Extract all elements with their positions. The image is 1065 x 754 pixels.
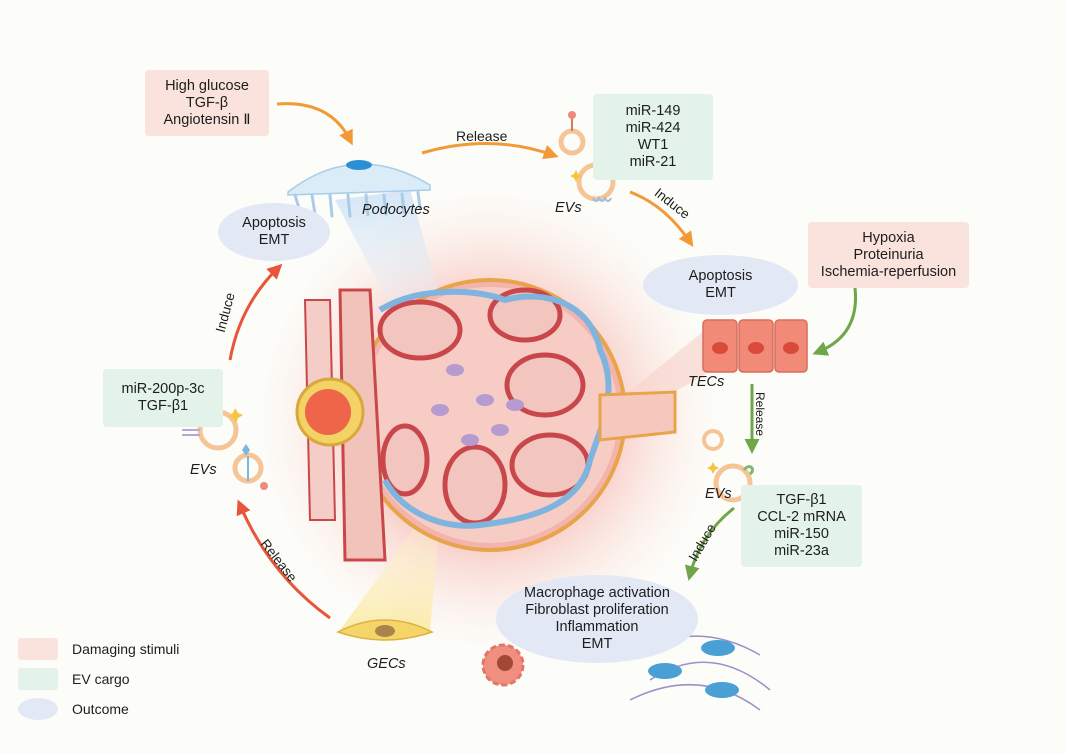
legend-swatch (18, 668, 58, 690)
label-gecs: GECs (367, 656, 406, 672)
cargo-item: CCL-2 mRNA (757, 509, 846, 525)
stimulus-item: Hypoxia (862, 229, 915, 246)
podocyte-cell (287, 160, 431, 218)
macrophage (481, 643, 525, 687)
legend-swatch (18, 698, 58, 720)
cargo-box-gec: miR-200p-3c TGF-β1 (103, 369, 223, 427)
arrow-stimuli-to-tec (812, 287, 858, 356)
legend-item-outcome: Outcome (18, 698, 129, 720)
gec-cell (336, 619, 434, 641)
glomerulus (353, 278, 627, 552)
stimuli-box-podocyte: High glucose TGF-β Angiotensin Ⅱ (145, 70, 269, 136)
podocyte-zoom-beam (335, 190, 445, 315)
label-evs: EVs (190, 462, 217, 478)
outcome-item: EMT (258, 232, 290, 248)
cargo-item: miR-150 (774, 526, 829, 542)
stimuli-box-tec: Hypoxia Proteinuria Ischemia-reperfusion (808, 222, 969, 288)
arrow-stimuli-to-podocyte (276, 102, 353, 146)
arrow-ev-induce-tec (629, 190, 694, 247)
cargo-item: TGF-β1 (776, 492, 827, 508)
cargo-item: miR-200p-3c (121, 381, 205, 397)
arteriole (303, 288, 387, 562)
outcome-item: Inflammation (555, 619, 639, 635)
stimulus-item: Ischemia-reperfusion (820, 263, 957, 280)
outcome-item: Macrophage activation (524, 585, 670, 601)
outcome-item: EMT (581, 636, 613, 652)
ev-vesicle (702, 429, 754, 503)
legend-label: Outcome (72, 701, 129, 717)
stimulus-item: Proteinuria (853, 246, 924, 263)
label-release: Release (456, 128, 508, 144)
proximal-tubule (598, 390, 677, 442)
legend-label: Damaging stimuli (72, 641, 180, 657)
outcome-item: EMT (705, 285, 736, 301)
cargo-item: TGF-β1 (137, 398, 189, 414)
outcome-oval-podocyte: Apoptosis EMT (218, 203, 330, 261)
label-evs: EVs (705, 486, 732, 502)
stimulus-item: Angiotensin Ⅱ (163, 111, 251, 128)
ev-vesicle (558, 111, 586, 156)
label-evs: EVs (555, 200, 582, 216)
outcome-oval-interstitium: Macrophage activation Fibroblast prolife… (496, 575, 698, 663)
legend-item-stimuli: Damaging stimuli (18, 638, 179, 660)
gec-zoom-beam (340, 520, 440, 630)
outcome-item: Fibroblast proliferation (525, 602, 669, 618)
label-podocytes: Podocytes (362, 202, 430, 218)
legend-item-cargo: EV cargo (18, 668, 130, 690)
cargo-item: miR-23a (774, 543, 829, 559)
cargo-item: WT1 (637, 137, 669, 153)
arrow-gec-release (236, 499, 331, 620)
label-release: Release (753, 391, 768, 437)
macula-densa (295, 377, 365, 447)
cargo-item: miR-424 (625, 120, 681, 136)
cargo-item: miR-149 (625, 103, 681, 119)
arrow-ev-induce-podocyte (228, 263, 283, 361)
ev-vesicle (232, 444, 268, 490)
stimulus-item: High glucose (165, 77, 249, 94)
legend-swatch (18, 638, 58, 660)
tec-zoom-beam (625, 330, 705, 410)
cargo-item: miR-21 (629, 154, 677, 170)
arrow-podocyte-release (421, 142, 559, 160)
label-tecs: TECs (688, 374, 725, 390)
legend-label: EV cargo (72, 671, 130, 687)
tec-cells (702, 319, 808, 373)
cargo-box-podocyte: miR-149 miR-424 WT1 miR-21 (593, 94, 713, 180)
outcome-item: Apoptosis (242, 215, 306, 231)
cargo-box-tec: TGF-β1 CCL-2 mRNA miR-150 miR-23a (741, 485, 862, 567)
arrow-ev-induce-interstitium (684, 506, 735, 581)
outcome-oval-tec: Apoptosis EMT (643, 255, 798, 315)
outcome-item: Apoptosis (688, 268, 753, 284)
stimulus-item: TGF-β (185, 94, 229, 111)
